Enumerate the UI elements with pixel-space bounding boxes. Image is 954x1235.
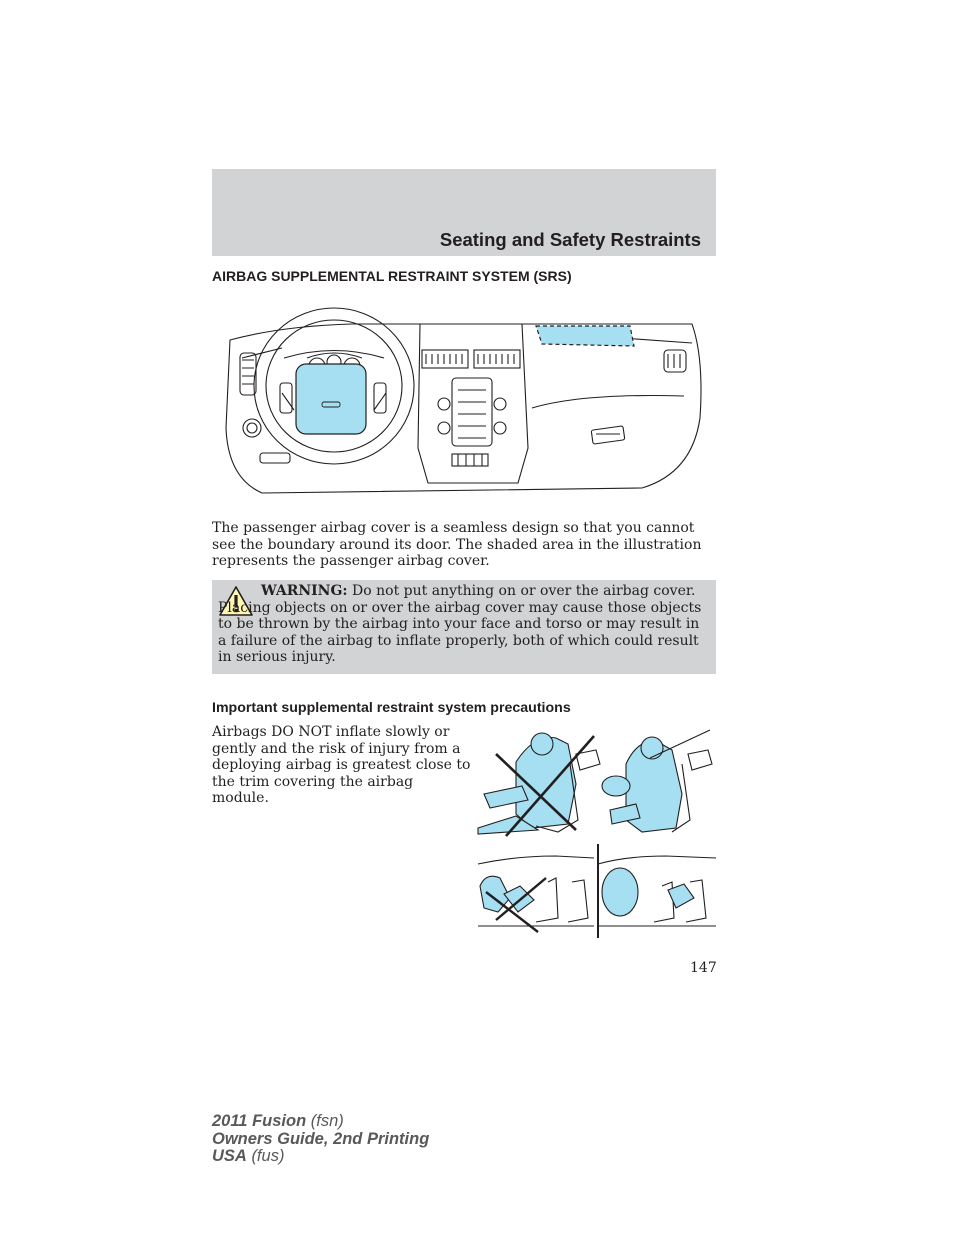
paragraph-precautions: Airbags DO NOT inflate slowly or gently …: [212, 724, 471, 806]
header-band: Seating and Safety Restraints: [212, 169, 716, 256]
footer-model: 2011 Fusion: [212, 1112, 307, 1130]
warning-text: WARNING: Do not put anything on or over …: [218, 583, 710, 666]
footer-line-market: USA (fus): [212, 1147, 429, 1166]
warning-box: WARNING: Do not put anything on or over …: [212, 580, 716, 674]
occupant-position-illustration: [477, 729, 713, 837]
footer-line-model: 2011 Fusion (fsn): [212, 1112, 429, 1131]
paragraph-airbag-cover: The passenger airbag cover is a seamless…: [212, 520, 702, 569]
footer: 2011 Fusion (fsn) Owners Guide, 2nd Prin…: [212, 1112, 430, 1166]
footer-model-code: (fsn): [310, 1112, 344, 1130]
child-seat-illustration: [477, 844, 717, 938]
dashboard-illustration: [225, 307, 702, 494]
warning-triangle-icon: [219, 586, 253, 616]
warning-label: WARNING:: [261, 583, 348, 599]
footer-guide: Owners Guide, 2nd Printing: [212, 1129, 430, 1148]
footer-line-guide: Owners Guide, 2nd Printing: [212, 1129, 430, 1149]
footer-market: USA: [212, 1147, 247, 1165]
heading-precautions: Important supplemental restraint system …: [212, 700, 571, 716]
page-number: 147: [690, 960, 717, 976]
section-title: Seating and Safety Restraints: [439, 229, 701, 250]
heading-airbag-srs: AIRBAG SUPPLEMENTAL RESTRAINT SYSTEM (SR…: [212, 268, 572, 284]
footer-market-code: (fus): [251, 1147, 285, 1165]
warning-body: Do not put anything on or over the airba…: [218, 583, 702, 665]
